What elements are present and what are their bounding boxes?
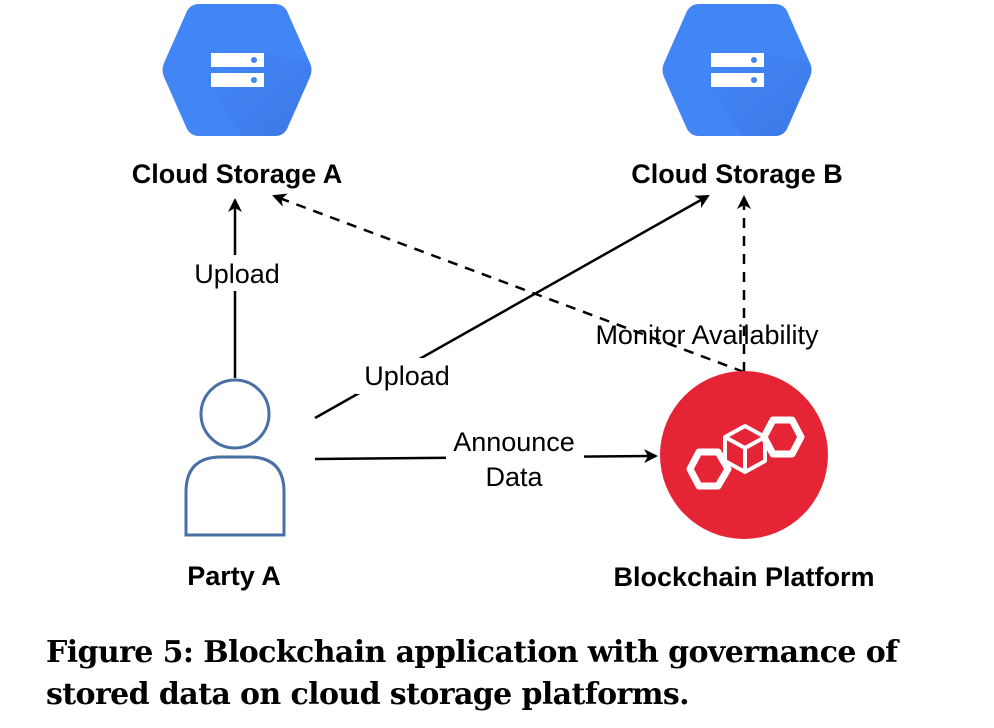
cloud-storage-b-label: Cloud Storage B: [631, 159, 843, 189]
cloud-storage-a-label: Cloud Storage A: [132, 159, 343, 189]
figure-caption: Figure 5: Blockchain application with go…: [46, 635, 898, 712]
cloud-storage-a-node: Cloud Storage A: [132, 4, 343, 189]
blockchain-platform-label: Blockchain Platform: [613, 562, 874, 592]
blockchain-icon: [686, 416, 805, 490]
cloud-storage-icon: [162, 4, 312, 136]
diagram: Upload Upload Announce Data Monitor Avai…: [132, 4, 875, 592]
party-a-node: Party A: [184, 378, 286, 591]
party-a-label: Party A: [187, 561, 281, 591]
edge-label-data: Data: [485, 462, 543, 492]
edge-label-upload-a: Upload: [194, 259, 280, 289]
edge-label-announce: Announce: [453, 427, 575, 457]
cloud-storage-icon: [662, 4, 812, 136]
edge-label-monitor-availability: Monitor Availability: [595, 320, 819, 350]
cloud-storage-b-node: Cloud Storage B: [631, 4, 843, 189]
user-icon: [184, 378, 286, 537]
edge-label-upload-b: Upload: [364, 361, 450, 391]
blockchain-platform-node: Blockchain Platform: [613, 371, 875, 592]
edge-blockchain-to-storage-a: [272, 193, 745, 374]
